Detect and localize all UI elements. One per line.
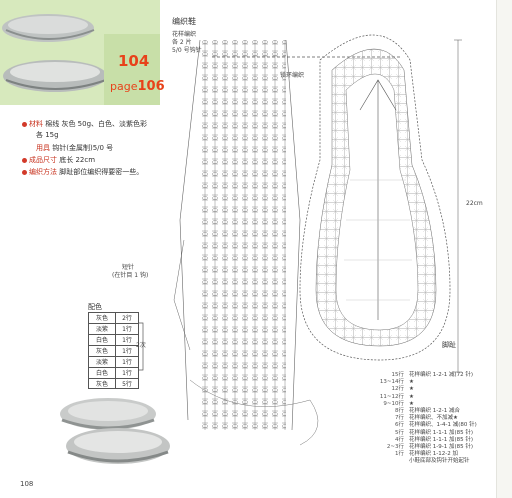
- size-line: 成品尺寸 底长 22cm: [22, 155, 95, 165]
- row-desc: 花样编织、不加减★: [409, 415, 458, 422]
- ring-label: 锁环编织: [280, 72, 305, 79]
- size-label: 成品尺寸: [29, 156, 57, 164]
- page-ref-number: 106: [137, 79, 165, 94]
- row-desc: ★: [409, 393, 414, 400]
- color-table-title: 配色: [88, 303, 102, 311]
- diagram-note-3: 5/0 号钩针: [172, 47, 202, 54]
- row-desc: 花样编织 1-9-1 加(85 针): [409, 444, 474, 451]
- list-item: 6行花样编织、1-4-1 减(80 针): [368, 422, 477, 429]
- diagram-note-2: 各 2 片: [172, 39, 192, 46]
- row-number: 9~10行: [383, 400, 404, 407]
- row-number: 7行: [395, 415, 404, 422]
- crochet-chart: [173, 34, 462, 446]
- row-number: 4行: [395, 436, 404, 443]
- row-number: 1行: [395, 451, 404, 458]
- join-label-2: (在针目 1 钩): [112, 272, 149, 279]
- repeat-bracket: [139, 322, 144, 371]
- page-reference: page106: [110, 79, 165, 94]
- tools-text: 钩针(金属制)5/0 号: [52, 144, 114, 152]
- row-number: 6行: [395, 422, 404, 429]
- tools-line: 用具 钩针(金属制)5/0 号: [36, 143, 113, 153]
- material-line-2: 各 15g: [36, 131, 59, 139]
- list-item: 4行花样编织 1-1-1 加(85 针): [368, 437, 477, 444]
- list-item: 7行花样编织、不加减★: [368, 415, 477, 422]
- row-desc: 花样编织 1-2-1 减合: [409, 408, 460, 415]
- color-cell: 淡紫: [88, 356, 116, 367]
- color-cell: 灰色: [88, 378, 116, 389]
- page-prefix: page: [110, 80, 138, 93]
- material-text: 棉线 灰色 50g、白色、淡紫色彩: [45, 120, 148, 128]
- row-number: 2~3行: [386, 444, 404, 451]
- rows-cell: 1行: [116, 334, 139, 345]
- pattern-number-panel: [104, 34, 160, 105]
- rows-cell: 1行: [116, 356, 139, 367]
- diagram-note-1: 花样编织: [172, 31, 197, 38]
- color-cell: 淡紫: [88, 323, 116, 334]
- join-label: 短针: [122, 264, 135, 271]
- row-number: 5行: [395, 429, 404, 436]
- list-item: 9~10行 ★: [368, 401, 477, 408]
- length-label: 22cm: [466, 200, 483, 207]
- row-desc: 小鞋底部及钩针开始起针: [409, 458, 470, 465]
- color-cell: 灰色: [88, 312, 116, 323]
- color-cell: 灰色: [88, 345, 116, 356]
- row-number: 13~14行: [379, 379, 404, 386]
- toe-label: 脚趾: [442, 341, 456, 349]
- list-item: 12行 ★: [368, 386, 477, 393]
- row-desc: 花样编织 1-1-1 加(85 针): [409, 429, 474, 436]
- slipper-bottom-photo: [60, 398, 170, 464]
- row-desc: ★: [409, 400, 414, 407]
- row-number: 15行: [391, 372, 405, 378]
- list-item: 11~12行 ★: [368, 394, 477, 401]
- list-item: 15行花样编织 1-2-1 减(72 针): [368, 372, 477, 379]
- method-line: 编织方法 脚趾部位编织得要密一些。: [22, 167, 143, 177]
- method-text: 脚趾部位编织得要密一些。: [59, 168, 144, 176]
- rows-cell: 1行: [116, 323, 139, 334]
- pattern-number: 104: [118, 52, 150, 70]
- list-item: 小鞋底部及钩针开始起针: [368, 458, 477, 465]
- rows-cell: 5行: [116, 378, 139, 389]
- bullet-icon: [22, 121, 27, 127]
- color-cell: 白色: [88, 367, 116, 378]
- row-number: [368, 458, 404, 465]
- material-line: 材料 棉线 灰色 50g、白色、淡紫色彩: [22, 119, 147, 129]
- bullet-icon: [22, 157, 27, 163]
- row-number: 8行: [395, 408, 404, 415]
- rows-cell: 2行: [116, 312, 139, 323]
- list-item: 13~14行 ★: [368, 379, 477, 386]
- row-number: 11~12行: [379, 393, 404, 400]
- row-number: 12行: [391, 386, 405, 393]
- row-legend: 15行花样编织 1-2-1 减(72 针) 13~14行 ★ 12行 ★ 11~12…: [368, 372, 477, 466]
- list-item: 1行花样编织 1-12-2 加: [368, 451, 477, 458]
- rows-cell: 1行: [116, 367, 139, 378]
- tools-label: 用具: [36, 144, 50, 152]
- color-cell: 白色: [88, 334, 116, 345]
- row-desc: 花样编织、1-4-1 减(80 针): [409, 422, 477, 429]
- row-desc: 花样编织 1-2-1 减(72 针): [409, 372, 474, 378]
- material-label: 材料: [29, 120, 43, 128]
- repeat-label: 2次: [136, 342, 146, 349]
- row-desc: 花样编织 1-1-1 加(85 针): [409, 436, 474, 443]
- list-item: 2~3行花样编织 1-9-1 加(85 针): [368, 444, 477, 451]
- row-desc: ★: [409, 386, 414, 393]
- rows-cell: 1行: [116, 345, 139, 356]
- adjacent-page-edge: [496, 0, 512, 498]
- method-label: 编织方法: [29, 168, 57, 176]
- page-number: 108: [20, 480, 34, 488]
- list-item: 5行花样编织 1-1-1 加(85 针): [368, 430, 477, 437]
- size-text: 底长 22cm: [59, 156, 96, 164]
- bullet-icon: [22, 169, 27, 175]
- list-item: 8行花样编织 1-2-1 减合: [368, 408, 477, 415]
- row-desc: ★: [409, 379, 414, 386]
- row-desc: 花样编织 1-12-2 加: [409, 451, 458, 458]
- diagram-title: 编织鞋: [172, 17, 196, 26]
